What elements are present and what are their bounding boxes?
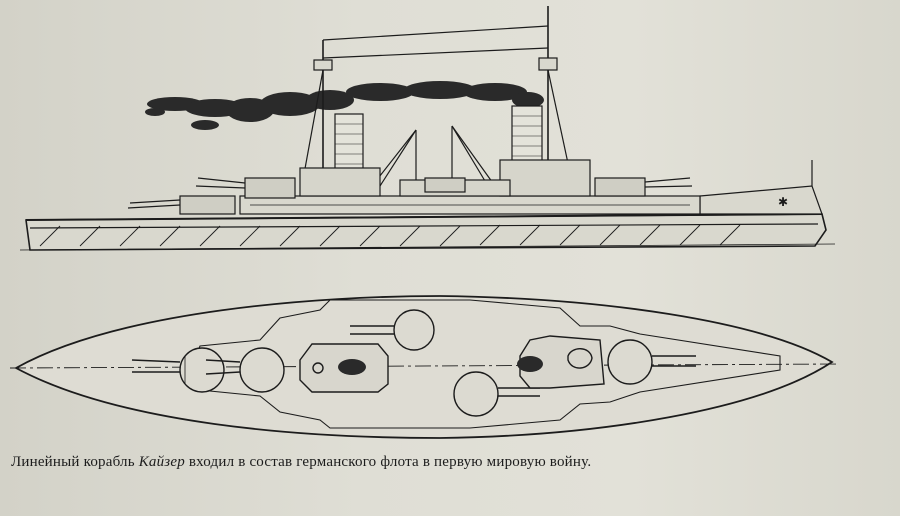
forecastle [699, 185, 823, 215]
caption-ship-name: Кайзер [138, 454, 185, 470]
figure-caption: Линейный корабль Кайзер входил в состав … [11, 454, 891, 471]
aft-turrets [127, 177, 296, 215]
smoke [145, 81, 544, 130]
plan-superstructure [299, 335, 605, 393]
cranes [371, 125, 496, 187]
plan-turrets [131, 309, 696, 417]
plan-view [9, 295, 841, 439]
fore-turrets [424, 177, 693, 197]
caption-part-2: входил в состав германского флота в перв… [184, 454, 592, 470]
centerline [9, 363, 841, 369]
hull-plating [39, 224, 741, 247]
plan-hull [14, 295, 834, 439]
side-view: ✱ [19, 6, 836, 251]
caption-part-1: Линейный корабль [11, 454, 139, 470]
svg-text:✱: ✱ [778, 195, 788, 209]
